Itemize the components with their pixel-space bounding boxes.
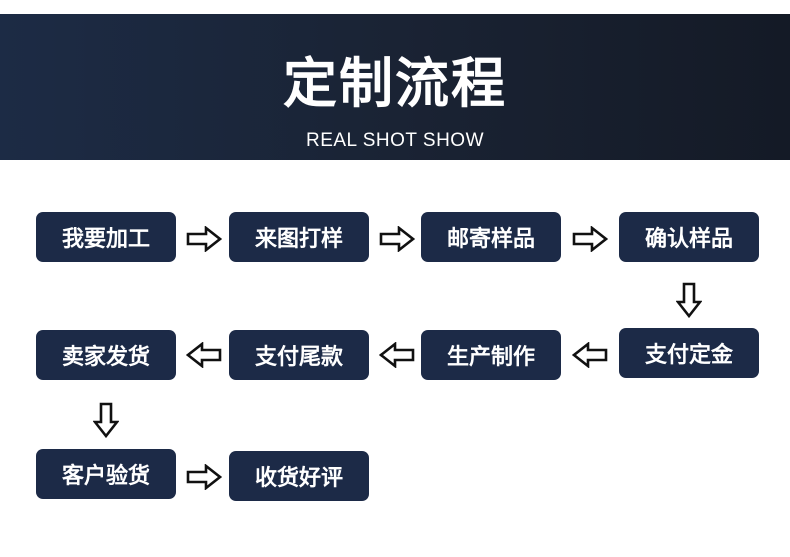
step-9: 客户验货 xyxy=(36,449,176,499)
header-banner: 定制流程 REAL SHOT SHOW xyxy=(0,14,790,160)
arrow-down-icon xyxy=(93,402,119,438)
step-1: 我要加工 xyxy=(36,212,176,262)
arrow-right-icon xyxy=(572,226,608,252)
step-8: 卖家发货 xyxy=(36,330,176,380)
arrow-left-icon xyxy=(572,342,608,368)
arrow-down-icon xyxy=(676,282,702,318)
step-5: 支付定金 xyxy=(619,328,759,378)
page-subtitle: REAL SHOT SHOW xyxy=(305,130,485,151)
step-7: 支付尾款 xyxy=(229,330,369,380)
arrow-right-icon xyxy=(379,226,415,252)
arrow-left-icon xyxy=(379,342,415,368)
step-4: 确认样品 xyxy=(619,212,759,262)
page-title: 定制流程 xyxy=(283,52,507,115)
step-6: 生产制作 xyxy=(421,330,561,380)
step-3: 邮寄样品 xyxy=(421,212,561,262)
step-10: 收货好评 xyxy=(229,451,369,501)
arrow-right-icon xyxy=(186,226,222,252)
arrow-left-icon xyxy=(186,342,222,368)
arrow-right-icon xyxy=(186,464,222,490)
step-2: 来图打样 xyxy=(229,212,369,262)
